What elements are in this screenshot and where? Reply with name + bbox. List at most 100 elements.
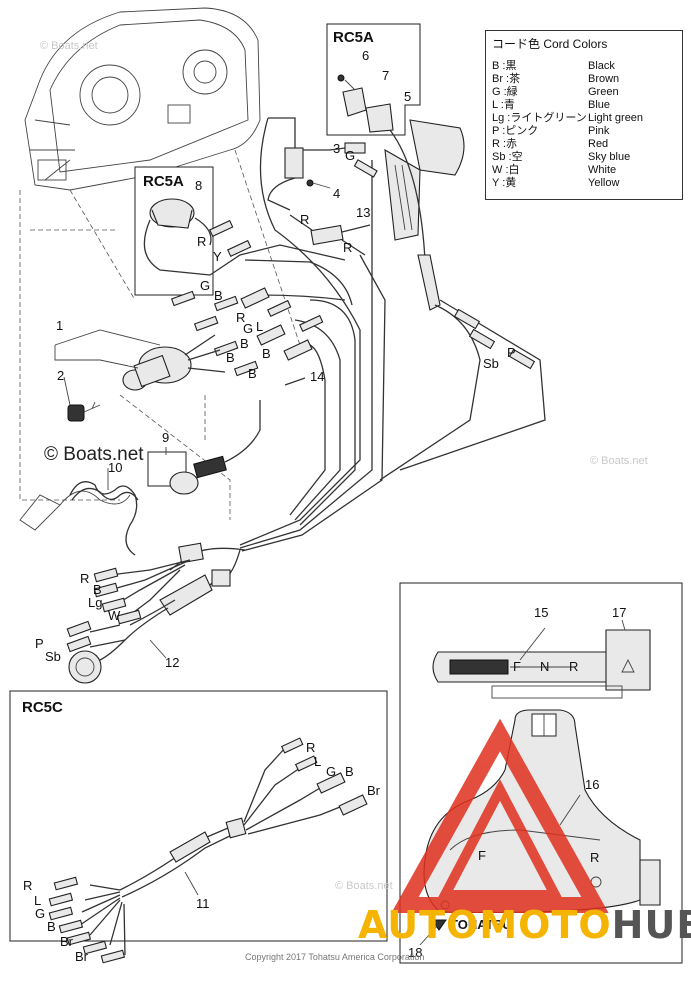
wire-label: R bbox=[80, 571, 89, 586]
legend-code: Lg :ライトグリーン bbox=[492, 112, 587, 124]
legend-color: Brown bbox=[588, 73, 620, 85]
part-13 bbox=[289, 214, 371, 256]
leader-9-10 bbox=[107, 447, 167, 490]
legend-code: P :ピンク bbox=[492, 125, 539, 137]
callout-14: 14 bbox=[310, 369, 324, 384]
callout-10: 10 bbox=[108, 460, 122, 475]
wire-label: P bbox=[35, 636, 44, 651]
faint-watermark: © Boats.net bbox=[335, 880, 393, 892]
wire-bundle bbox=[209, 117, 546, 552]
legend-row: G :緑 Green bbox=[492, 86, 676, 99]
wire-label: B bbox=[345, 764, 354, 779]
callout-16: 16 bbox=[585, 777, 599, 792]
wire-label: G bbox=[35, 906, 45, 921]
upper-connectors bbox=[170, 159, 536, 377]
wire-label: R bbox=[300, 212, 309, 227]
callout-2: 2 bbox=[57, 368, 64, 383]
wire-label: L bbox=[34, 893, 41, 908]
legend-color: Light green bbox=[588, 112, 644, 124]
legend-color: White bbox=[588, 164, 617, 176]
wire-labels: G R R R Y G B R G B L B B B P Sb R B Lg … bbox=[23, 148, 516, 964]
wire-label: Lg bbox=[88, 595, 102, 610]
throttle-lever-top bbox=[384, 119, 465, 311]
legend-code: Br :茶 bbox=[492, 73, 521, 85]
throttle-lever: F R TOHATSU bbox=[423, 709, 661, 932]
callout-3: 3 bbox=[333, 141, 340, 156]
legend-row: Sb :空 Sky blue bbox=[492, 151, 676, 164]
brand-part2: MOTO bbox=[479, 903, 612, 947]
gauge-f: F bbox=[513, 659, 521, 674]
automotohub-brand: AUTOMOTOHUB bbox=[358, 903, 691, 947]
faint-watermark: © Boats.net bbox=[590, 455, 648, 467]
legend-code: G :緑 bbox=[492, 86, 518, 98]
callout-15: 15 bbox=[534, 605, 548, 620]
key-switch bbox=[122, 334, 226, 391]
wire-label: B bbox=[240, 336, 249, 351]
legend-code: W :白 bbox=[492, 164, 520, 176]
rc5a-left-box: RC5A bbox=[134, 166, 214, 296]
legend-color: Yellow bbox=[588, 177, 620, 189]
rc5a-top-label: RC5A bbox=[333, 29, 374, 46]
part-14-screw bbox=[284, 377, 306, 386]
brand-part1: AUTO bbox=[358, 903, 480, 947]
wire-label: R bbox=[197, 234, 206, 249]
lanyard bbox=[19, 481, 139, 556]
legend-row: P :ピンク Pink bbox=[492, 125, 676, 138]
leader-16 bbox=[559, 794, 581, 826]
legend-code: R :赤 bbox=[492, 138, 518, 150]
wire-label: B bbox=[226, 350, 235, 365]
callout-11: 11 bbox=[196, 896, 210, 911]
legend-color: Sky blue bbox=[588, 151, 631, 163]
callout-17: 17 bbox=[612, 605, 626, 620]
gauge-n: N bbox=[540, 659, 549, 674]
copyright-text: Copyright 2017 Tohatsu America Corporati… bbox=[245, 952, 425, 962]
wire-label: R bbox=[306, 740, 315, 755]
legend-code: Sb :空 bbox=[492, 151, 523, 163]
wire-label: P bbox=[507, 345, 516, 360]
lever-brand: TOHATSU bbox=[450, 917, 512, 932]
wire-label: B bbox=[262, 346, 271, 361]
brand-part3: HUB bbox=[611, 903, 691, 947]
legend-color: Red bbox=[588, 138, 609, 150]
leader-15 bbox=[519, 627, 546, 661]
callout-18: 18 bbox=[408, 945, 422, 960]
legend-color: Black bbox=[588, 60, 615, 72]
leader-12 bbox=[149, 639, 167, 659]
wire-label: W bbox=[108, 608, 121, 623]
wire-label: R bbox=[343, 240, 352, 255]
wire-label: B bbox=[93, 582, 102, 597]
wire-label: Sb bbox=[483, 356, 499, 371]
legend-color: Green bbox=[588, 86, 619, 98]
legend-row: W :白 White bbox=[492, 164, 676, 177]
wire-label: Sb bbox=[45, 649, 61, 664]
boats-net-watermark: © Boats.net bbox=[44, 444, 144, 465]
wire-label: L bbox=[256, 319, 263, 334]
rc5a-top-box: RC5A bbox=[326, 23, 421, 136]
callout-8: 8 bbox=[195, 178, 202, 193]
wire-label: Br bbox=[60, 934, 74, 949]
engine-housing bbox=[24, 7, 261, 191]
wire-label: G bbox=[200, 278, 210, 293]
legend-row: R :赤 Red bbox=[492, 138, 676, 151]
legend-color: Pink bbox=[588, 125, 610, 137]
callout-6: 6 bbox=[362, 48, 369, 63]
main-harness bbox=[66, 542, 246, 684]
leader-2 bbox=[63, 376, 71, 406]
brand-triangle-logo bbox=[391, 718, 609, 913]
key bbox=[67, 401, 101, 422]
callout-13: 13 bbox=[356, 205, 370, 220]
callout-12: 12 bbox=[165, 655, 179, 670]
wire-label: R bbox=[236, 310, 245, 325]
legend-code: L :青 bbox=[492, 99, 515, 111]
lever-r: R bbox=[590, 850, 599, 865]
wire-label: B bbox=[47, 919, 56, 934]
callout-4: 4 bbox=[333, 186, 340, 201]
wire-label: G bbox=[345, 148, 355, 163]
rc5a-left-label: RC5A bbox=[143, 173, 184, 190]
